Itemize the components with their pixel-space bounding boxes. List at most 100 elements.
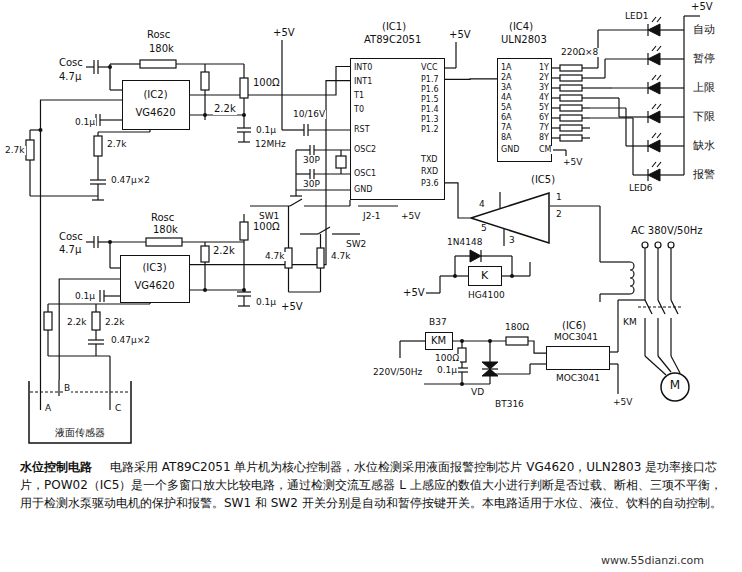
circuit-label: +5V (280, 302, 304, 313)
circuit-label: 4 (478, 200, 486, 209)
wire (582, 67, 590, 68)
ic-chip: (IC3)VG4620 (120, 255, 190, 303)
circuit-label: J2-1 (362, 212, 381, 221)
circuit-label: 2.2k (66, 318, 88, 327)
wire (552, 97, 560, 98)
resistor-symbol (506, 337, 528, 345)
wire (204, 262, 205, 290)
wire (552, 149, 566, 150)
terminal (642, 242, 648, 248)
circuit-label: 1 (555, 193, 563, 202)
wire (250, 205, 290, 206)
wire (657, 46, 661, 51)
wire (605, 58, 648, 59)
resistor-symbol (560, 115, 582, 121)
junction-dot (203, 113, 207, 117)
led-symbol (648, 140, 660, 152)
led-symbol (648, 53, 660, 65)
wire (582, 77, 590, 78)
resistor-symbol (560, 65, 582, 71)
wire (626, 145, 648, 146)
wire (647, 140, 648, 152)
wire (461, 362, 462, 368)
wire (97, 184, 98, 196)
circuit-label: 3A (500, 84, 513, 92)
terminal (655, 242, 661, 248)
circuit-label: 1N4148 (446, 238, 483, 247)
wire (660, 58, 684, 59)
wire (489, 341, 490, 362)
wire (243, 132, 244, 142)
wire (670, 248, 671, 300)
wire (149, 303, 150, 304)
wire (204, 242, 205, 246)
wire (204, 64, 205, 72)
wire (424, 383, 490, 384)
wire (349, 200, 350, 206)
wire (671, 356, 680, 373)
tank-outline (29, 381, 131, 443)
circuit-label: B37 (428, 318, 448, 327)
circuit-label: P1.7 (420, 76, 440, 84)
wire (657, 162, 661, 167)
resistor-symbol (44, 312, 52, 330)
figure-caption: 电路采用 AT89C2051 单片机为核心控制器，水位检测采用液面报警控制芯片 … (20, 460, 722, 510)
wire (93, 60, 94, 74)
wire (489, 376, 490, 384)
circuit-label: 3Y (538, 84, 550, 92)
node-label: (IC6) (561, 320, 587, 331)
circuit-label: BT316 (494, 400, 525, 409)
circuit-label: KM (622, 318, 638, 327)
wire (47, 330, 48, 356)
wire (95, 330, 96, 340)
wire (552, 107, 560, 108)
circuit-label: 2.2k (104, 318, 126, 327)
resistor-symbol (146, 238, 182, 246)
wire (647, 24, 648, 36)
circuit-label: 2 (555, 210, 563, 219)
circuit-label: +5V (448, 30, 472, 41)
wire (652, 162, 656, 167)
resistor-symbol (201, 72, 209, 90)
wire-connector (445, 183, 470, 218)
circuit-label: RST (353, 126, 371, 134)
circuit-label: 上限 (692, 82, 716, 94)
led-symbol (648, 24, 660, 36)
circuit-label: 3 (508, 236, 516, 245)
wire (439, 276, 440, 293)
circuit-label: P1.2 (420, 126, 440, 134)
circuit-label: 7Y (538, 124, 550, 132)
motor-outline (661, 373, 689, 401)
wire (320, 234, 321, 248)
wire (582, 127, 590, 128)
triac-symbol (482, 362, 498, 369)
wire (657, 318, 658, 356)
wire (149, 130, 150, 132)
circuit-label: 12MHz (254, 140, 287, 149)
circuit-label: 2.7k (4, 146, 26, 155)
wire (332, 233, 360, 234)
circuit-label: 8A (500, 134, 513, 142)
node-label: VG4620 (134, 107, 176, 118)
wire (110, 267, 120, 268)
wire (30, 195, 98, 196)
wire (590, 107, 626, 108)
wire (314, 173, 350, 174)
wire (652, 17, 656, 22)
node-label: (IC2) (142, 89, 168, 100)
circuit-label: +5V (612, 398, 633, 407)
wire (289, 291, 321, 292)
led-symbol (648, 169, 660, 181)
wire (88, 339, 104, 340)
wire (288, 268, 289, 292)
circuit-label: Rosc (146, 30, 171, 41)
motor-symbol: M (660, 372, 690, 402)
wire (610, 363, 618, 364)
node-label: (IC5) (530, 174, 556, 185)
wire (617, 364, 618, 394)
wire (290, 199, 302, 206)
wire (633, 174, 648, 175)
circuit-label: 0.1μ (255, 126, 277, 135)
mechanical-link (638, 306, 682, 307)
wire (582, 87, 590, 88)
